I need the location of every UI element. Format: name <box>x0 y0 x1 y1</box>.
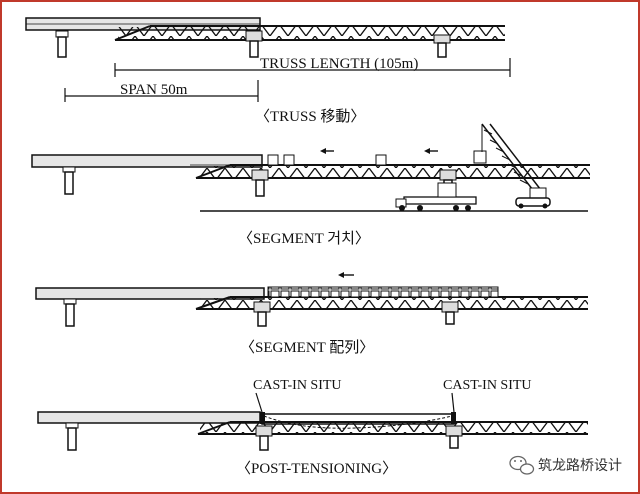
segment-trailer <box>395 182 477 211</box>
pier <box>245 30 263 58</box>
watermark-text: 筑龙路桥设计 <box>538 458 622 474</box>
truss-length-dimension <box>114 58 511 77</box>
pier <box>253 301 271 327</box>
deck <box>35 287 265 300</box>
crawler-crane <box>481 123 551 209</box>
pier <box>62 166 76 195</box>
pier <box>255 425 273 451</box>
cast-in-situ-label-left: CAST-IN SITU <box>253 378 342 393</box>
span-label: SPAN 50m <box>120 82 188 98</box>
pier <box>65 422 79 451</box>
pier <box>445 425 463 449</box>
arrow-left-icon <box>320 148 334 154</box>
segment <box>267 154 279 166</box>
stage-1-truss-move: TRUSS LENGTH (105m) SPAN 50m 〈TRUSS 移動〉 <box>25 17 511 125</box>
pier <box>55 30 69 58</box>
cast-in-situ-joint <box>451 412 456 424</box>
truss-length-label: TRUSS LENGTH (105m) <box>260 56 418 72</box>
segment-row <box>267 286 499 298</box>
stage-4-post-tensioning: CAST-IN SITU CAST-IN SITU 〈POST-TENSIONI… <box>37 378 588 477</box>
stage-2-caption: 〈SEGMENT 거치〉 <box>238 230 370 247</box>
pier <box>441 301 459 325</box>
arrow-left-icon <box>424 148 438 154</box>
pier <box>63 298 77 327</box>
span-dimension <box>64 80 259 102</box>
arrow-left-icon <box>338 272 354 278</box>
deck <box>31 154 263 168</box>
watermark: 筑龙路桥设计 <box>509 455 622 475</box>
cast-in-situ-joint <box>260 412 265 424</box>
stage-3-caption: 〈SEGMENT 配列〉 <box>240 339 374 356</box>
segment <box>375 154 387 166</box>
deck <box>37 411 261 424</box>
stage-4-caption: 〈POST-TENSIONING〉 <box>236 460 397 477</box>
pier <box>251 169 269 197</box>
segment <box>283 154 295 166</box>
stage-2-segment-erection: 〈SEGMENT 거치〉 <box>31 123 590 247</box>
cast-in-situ-label-right: CAST-IN SITU <box>443 378 532 393</box>
stage-3-segment-alignment: 〈SEGMENT 配列〉 <box>35 272 588 356</box>
pier <box>433 34 451 58</box>
wechat-icon <box>509 455 535 475</box>
stage-1-caption: 〈TRUSS 移動〉 <box>255 108 365 125</box>
segment <box>473 150 487 164</box>
